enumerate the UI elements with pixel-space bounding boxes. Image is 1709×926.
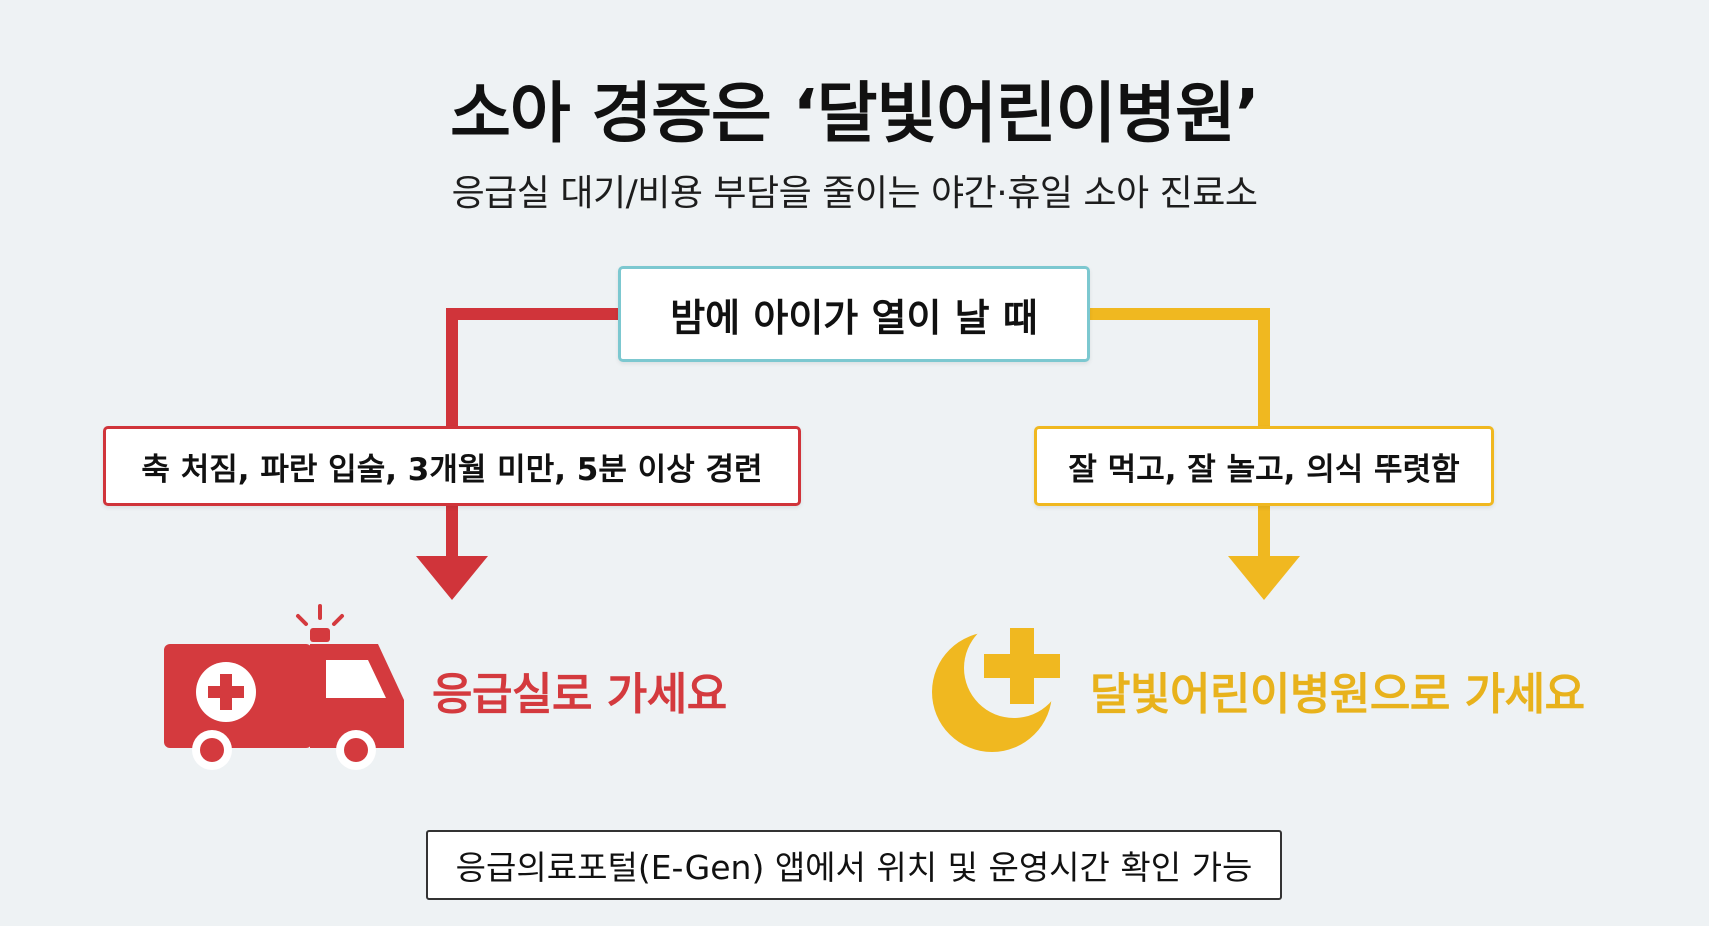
- emergency-condition-box: 축 처짐, 파란 입술, 3개월 미만, 5분 이상 경련: [103, 426, 801, 506]
- left-connector-line: [446, 308, 618, 426]
- moonlight-hospital-destination-label: 달빛어린이병원으로 가세요: [1090, 669, 1585, 720]
- right-arrow-head: [1228, 556, 1300, 600]
- start-question-box: 밤에 아이가 열이 날 때: [618, 266, 1090, 362]
- page-title: 소아 경증은 ‘달빛어린이병원’: [450, 75, 1260, 152]
- emergency-destination-label: 응급실로 가세요: [432, 669, 727, 720]
- ambulance-icon: [160, 604, 410, 774]
- page-subtitle: 응급실 대기/비용 부담을 줄이는 야간·휴일 소아 진료소: [451, 173, 1258, 214]
- left-arrow-head: [416, 556, 488, 600]
- right-connector-line: [1090, 308, 1270, 426]
- mild-condition-box: 잘 먹고, 잘 놀고, 의식 뚜렷함: [1034, 426, 1494, 506]
- moon-cross-icon: [928, 616, 1068, 760]
- footer-note: 응급의료포털(E-Gen) 앱에서 위치 및 운영시간 확인 가능: [426, 830, 1282, 900]
